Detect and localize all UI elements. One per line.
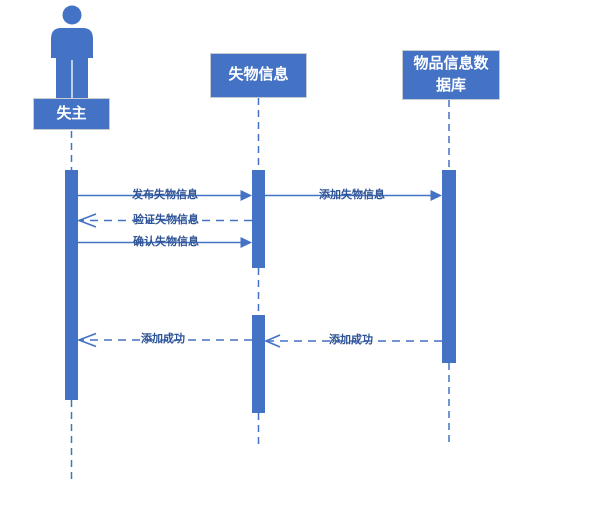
message-arrow-add-info (265, 190, 442, 201)
activation-bar-lost-item-info-2 (252, 315, 265, 413)
message-arrow-publish (78, 190, 252, 201)
message-label-add-success-owner: 添加成功 (141, 333, 185, 345)
filled-arrowhead-icon (240, 237, 252, 248)
message-label-add-info: 添加失物信息 (319, 189, 385, 201)
message-label-verify: 验证失物信息 (133, 214, 199, 226)
activation-bar-item-info-db (442, 170, 456, 363)
filled-arrowhead-icon (240, 190, 252, 201)
activation-bar-owner (65, 170, 78, 400)
lifeline-head-item-info-db-label: 物品信息数据库 (413, 54, 489, 95)
message-label-add-success-db: 添加成功 (329, 334, 373, 346)
message-arrow-verify (76, 213, 252, 228)
lifeline-head-item-info-db: 物品信息数据库 (402, 50, 500, 100)
open-arrowhead-icon (76, 213, 97, 228)
open-arrowhead-icon (263, 334, 281, 348)
filled-arrowhead-icon (430, 190, 442, 201)
lifeline-head-lost-item-info: 失物信息 (210, 53, 307, 98)
message-label-confirm: 确认失物信息 (133, 236, 199, 248)
activation-bar-lost-item-info-1 (252, 170, 265, 268)
actor-icon (51, 5, 93, 98)
open-arrowhead-icon (76, 332, 97, 348)
lifeline-head-owner: 失主 (33, 98, 110, 130)
message-arrow-add-success-owner (76, 332, 252, 348)
lifeline-head-owner-label: 失主 (56, 104, 87, 122)
message-arrow-add-success-db (263, 334, 442, 348)
lifeline-head-lost-item-info-label: 失物信息 (228, 66, 289, 84)
message-label-publish: 发布失物信息 (132, 189, 198, 201)
message-arrow-confirm (78, 237, 252, 248)
